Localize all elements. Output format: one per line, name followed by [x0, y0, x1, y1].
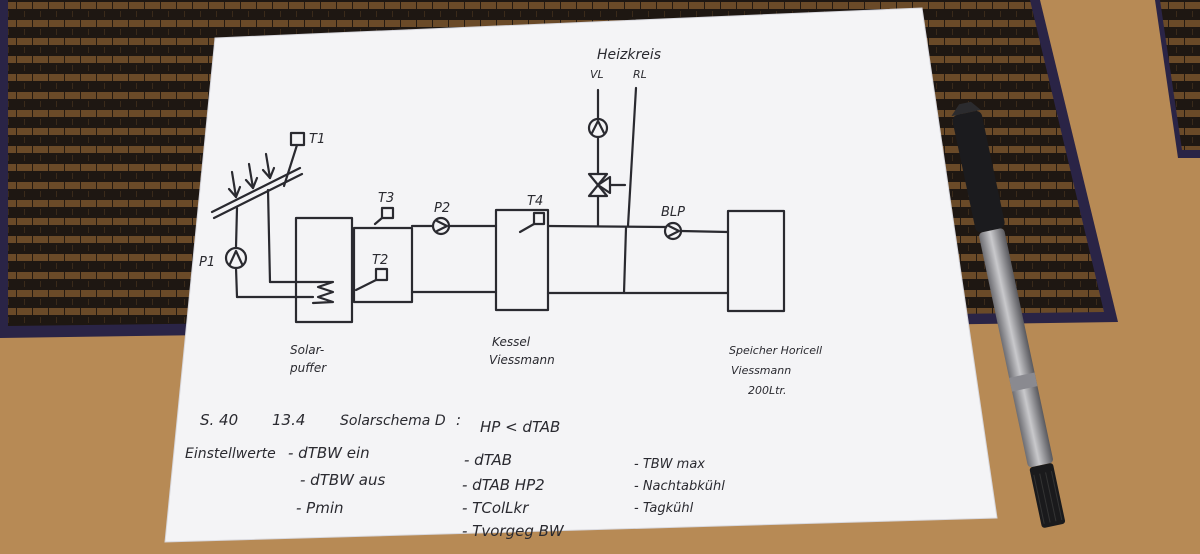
label-storage-line2: Viessmann: [731, 364, 791, 377]
sensor-t3-box: [380, 206, 395, 220]
label-boiler-line2: Viessmann: [489, 353, 555, 367]
note-scheme-name: Solarschema D: [340, 413, 446, 429]
sensor-t4-box: [532, 211, 546, 226]
marker-pen: [951, 101, 1066, 528]
label-solar-line1: Solar-: [290, 343, 324, 357]
label-rl: RL: [633, 68, 647, 81]
label-solar-line2: puffer: [289, 361, 327, 375]
note-col2-item4: - Tvorgeg BW: [462, 522, 565, 540]
label-storage-line1: Speicher Horicell: [729, 344, 822, 357]
note-col2-item2: - dTAB HP2: [462, 476, 545, 494]
label-vl: VL: [590, 68, 604, 81]
label-t4: T4: [527, 194, 543, 209]
label-t3: T3: [378, 191, 394, 206]
note-col2-item1: - dTAB: [464, 451, 512, 469]
note-page-ref: S. 40: [200, 411, 238, 429]
hydraulic-schematic: [210, 86, 786, 324]
mixing-valve: [587, 172, 609, 187]
note-settings-label: Einstellwerte: [185, 446, 276, 462]
note-col3-item1: - TBW max: [634, 457, 705, 472]
note-rule: HP < dTAB: [480, 418, 560, 436]
note-col1-item2: - dTBW aus: [300, 471, 385, 489]
solar-buffer-tank-inner: [352, 226, 414, 304]
note-col1-item1: - dTBW ein: [288, 444, 370, 462]
solar-collector: [210, 152, 304, 220]
note-colon: :: [456, 411, 461, 429]
note-col1-item3: - Pmin: [296, 499, 344, 517]
solar-heat-exchanger: [309, 280, 335, 305]
boiler-tank: [494, 208, 550, 312]
label-t1: T1: [309, 132, 325, 147]
note-section-ref: 13.4: [272, 411, 305, 429]
storage-tank: [726, 209, 786, 313]
note-col3-item2: - Nachtabkühl: [634, 479, 725, 494]
second-placemat: [1155, 0, 1200, 158]
label-blp: BLP: [661, 205, 685, 220]
label-heating-title: Heizkreis: [597, 47, 661, 63]
sensor-t2-box: [374, 267, 389, 282]
note-col3-item3: - Tagkühl: [634, 501, 694, 516]
label-storage-line3: 200Ltr.: [748, 384, 786, 397]
note-col2-item3: - TColLkr: [462, 499, 529, 517]
label-p1: P1: [199, 255, 215, 270]
label-p2: P2: [434, 201, 450, 216]
label-t2: T2: [372, 253, 388, 268]
label-boiler-line1: Kessel: [492, 335, 531, 349]
paper-sheet: [165, 8, 997, 542]
solar-buffer-tank: [294, 216, 354, 324]
